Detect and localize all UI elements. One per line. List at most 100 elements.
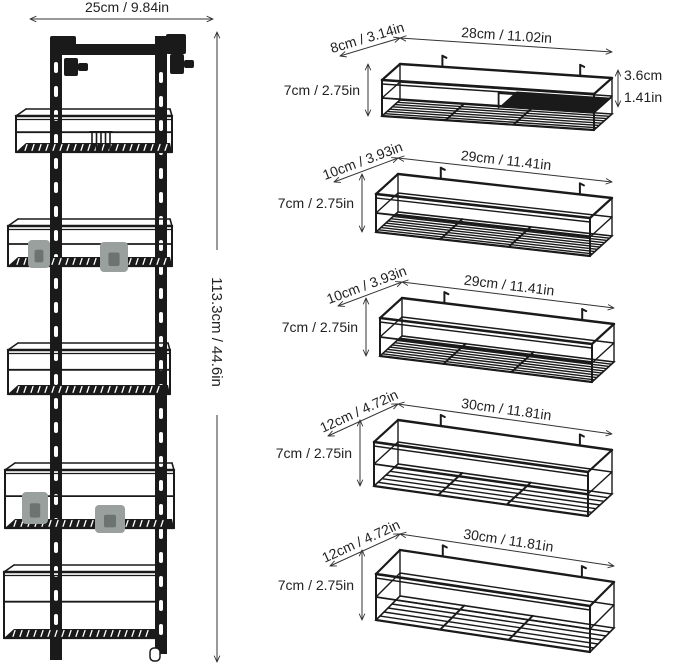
post-slot	[54, 590, 58, 601]
right-mid-rail	[587, 471, 613, 495]
shelf-floor-gap	[86, 257, 90, 266]
shelf-floor-gap	[121, 385, 125, 394]
post-slot	[54, 230, 58, 241]
right-mid-rail	[589, 604, 615, 630]
shelf-floor-gap	[83, 519, 87, 528]
tower-shelf-5	[2, 564, 160, 640]
post-slot	[54, 350, 58, 361]
hook-arm	[29, 503, 41, 518]
post-slot	[159, 312, 163, 323]
front-bottom-rail	[374, 230, 592, 258]
floor-wire	[377, 481, 593, 514]
floor-wire	[393, 341, 608, 370]
shelf-floor-gap	[45, 143, 49, 152]
post-slot	[54, 374, 58, 385]
front-bottom-rail	[380, 114, 596, 132]
shelf-floor-gap	[107, 385, 111, 394]
post-slot	[159, 96, 163, 107]
razor-hook-rack	[89, 131, 113, 153]
floor-wire	[391, 603, 607, 637]
post-slot	[159, 360, 163, 371]
front-top-rail-inner	[375, 577, 591, 611]
post-slot	[159, 576, 163, 587]
right-top-rail	[586, 448, 614, 474]
shelf-floor-gap	[24, 143, 28, 152]
shelf-floor-gap	[156, 257, 160, 266]
hanging-hook-tip	[579, 63, 586, 68]
shelf-floor-gap	[26, 629, 30, 638]
shelf-floor-gap	[142, 385, 146, 394]
post-slot	[159, 336, 163, 347]
post-slot	[54, 326, 58, 337]
post-slot	[54, 278, 58, 289]
post-slot	[159, 504, 163, 515]
shelf-floor-gap	[124, 629, 128, 638]
post-slot	[54, 398, 58, 409]
shelf-floor-gap	[110, 629, 114, 638]
floor-wire	[383, 113, 598, 129]
post-slot	[159, 72, 163, 83]
shelf-floor-gap	[117, 629, 121, 638]
shelf-floor-gap	[145, 629, 149, 638]
shelf-floor-gap	[54, 629, 58, 638]
post-slot	[159, 600, 163, 611]
shelf-floor-gap	[31, 143, 35, 152]
floor-crossbar	[512, 107, 533, 126]
shelf-floor-gap	[138, 629, 142, 638]
front-top-rail	[380, 78, 596, 96]
depth-dimension-line	[334, 158, 398, 182]
right-top-rail	[588, 196, 614, 220]
floor-wire	[394, 213, 611, 239]
adhesive-hook-1	[28, 240, 50, 268]
right-mid-rail	[591, 342, 615, 364]
shelf-floor-gap	[69, 519, 73, 528]
shelf-floor-gap	[86, 385, 90, 394]
shelf-floor-gap	[55, 519, 59, 528]
hook-arm	[104, 514, 116, 528]
shelf-floor-gap	[160, 519, 164, 528]
post-slot	[54, 182, 58, 193]
shelf-floor-gap	[33, 629, 37, 638]
floor-wire	[389, 217, 606, 244]
right-knob-wing	[184, 60, 194, 68]
front-top-rail	[374, 192, 592, 220]
post-slot	[159, 408, 163, 419]
shelf-floor-gap	[163, 257, 167, 266]
tower-dimensions: 25cm / 9.84in 113.3cm / 44.6in	[30, 0, 225, 662]
shelf-floor-gap	[79, 257, 83, 266]
floor-wire	[386, 110, 600, 127]
tower-height-label: 113.3cm / 44.6in	[208, 277, 225, 387]
adhesive-hook-3	[22, 492, 48, 524]
basket-height-label: 7cm / 2.75in	[282, 319, 358, 335]
shelf-floor-gap	[80, 143, 84, 152]
shelf-floor-gap	[146, 519, 150, 528]
shelf-floor-gap	[61, 629, 65, 638]
width-dimension-line	[402, 282, 614, 308]
front-mid-rail	[373, 463, 589, 495]
depth-dimension-line	[338, 282, 402, 306]
width-dimension-line	[400, 534, 614, 566]
shelf-floor-gap	[135, 257, 139, 266]
post-slot	[54, 446, 58, 457]
adhesive-hook-4	[95, 505, 125, 533]
floor-wire	[389, 108, 603, 124]
shelf-floor-gap	[65, 385, 69, 394]
shelf-floor-gap	[156, 385, 160, 394]
post-slot	[54, 422, 58, 433]
post-slot	[159, 624, 163, 635]
shelf-floor-gap	[150, 143, 154, 152]
shelf-floor-gap	[136, 143, 140, 152]
back-mid-rail	[399, 572, 615, 606]
floor-wire	[396, 339, 610, 368]
floor-wire	[389, 346, 603, 374]
floor-wire	[398, 337, 613, 365]
floor-wire	[381, 353, 596, 381]
shelf-floor-gap	[153, 519, 157, 528]
shelf-floor-gap	[58, 385, 62, 394]
shelf-floor-gap	[89, 629, 93, 638]
basket-height-label: 7cm / 2.75in	[284, 82, 360, 98]
left-knob-wing	[78, 63, 88, 71]
hanging-hook-tip	[441, 54, 448, 59]
shelf-floor-gap	[125, 519, 129, 528]
